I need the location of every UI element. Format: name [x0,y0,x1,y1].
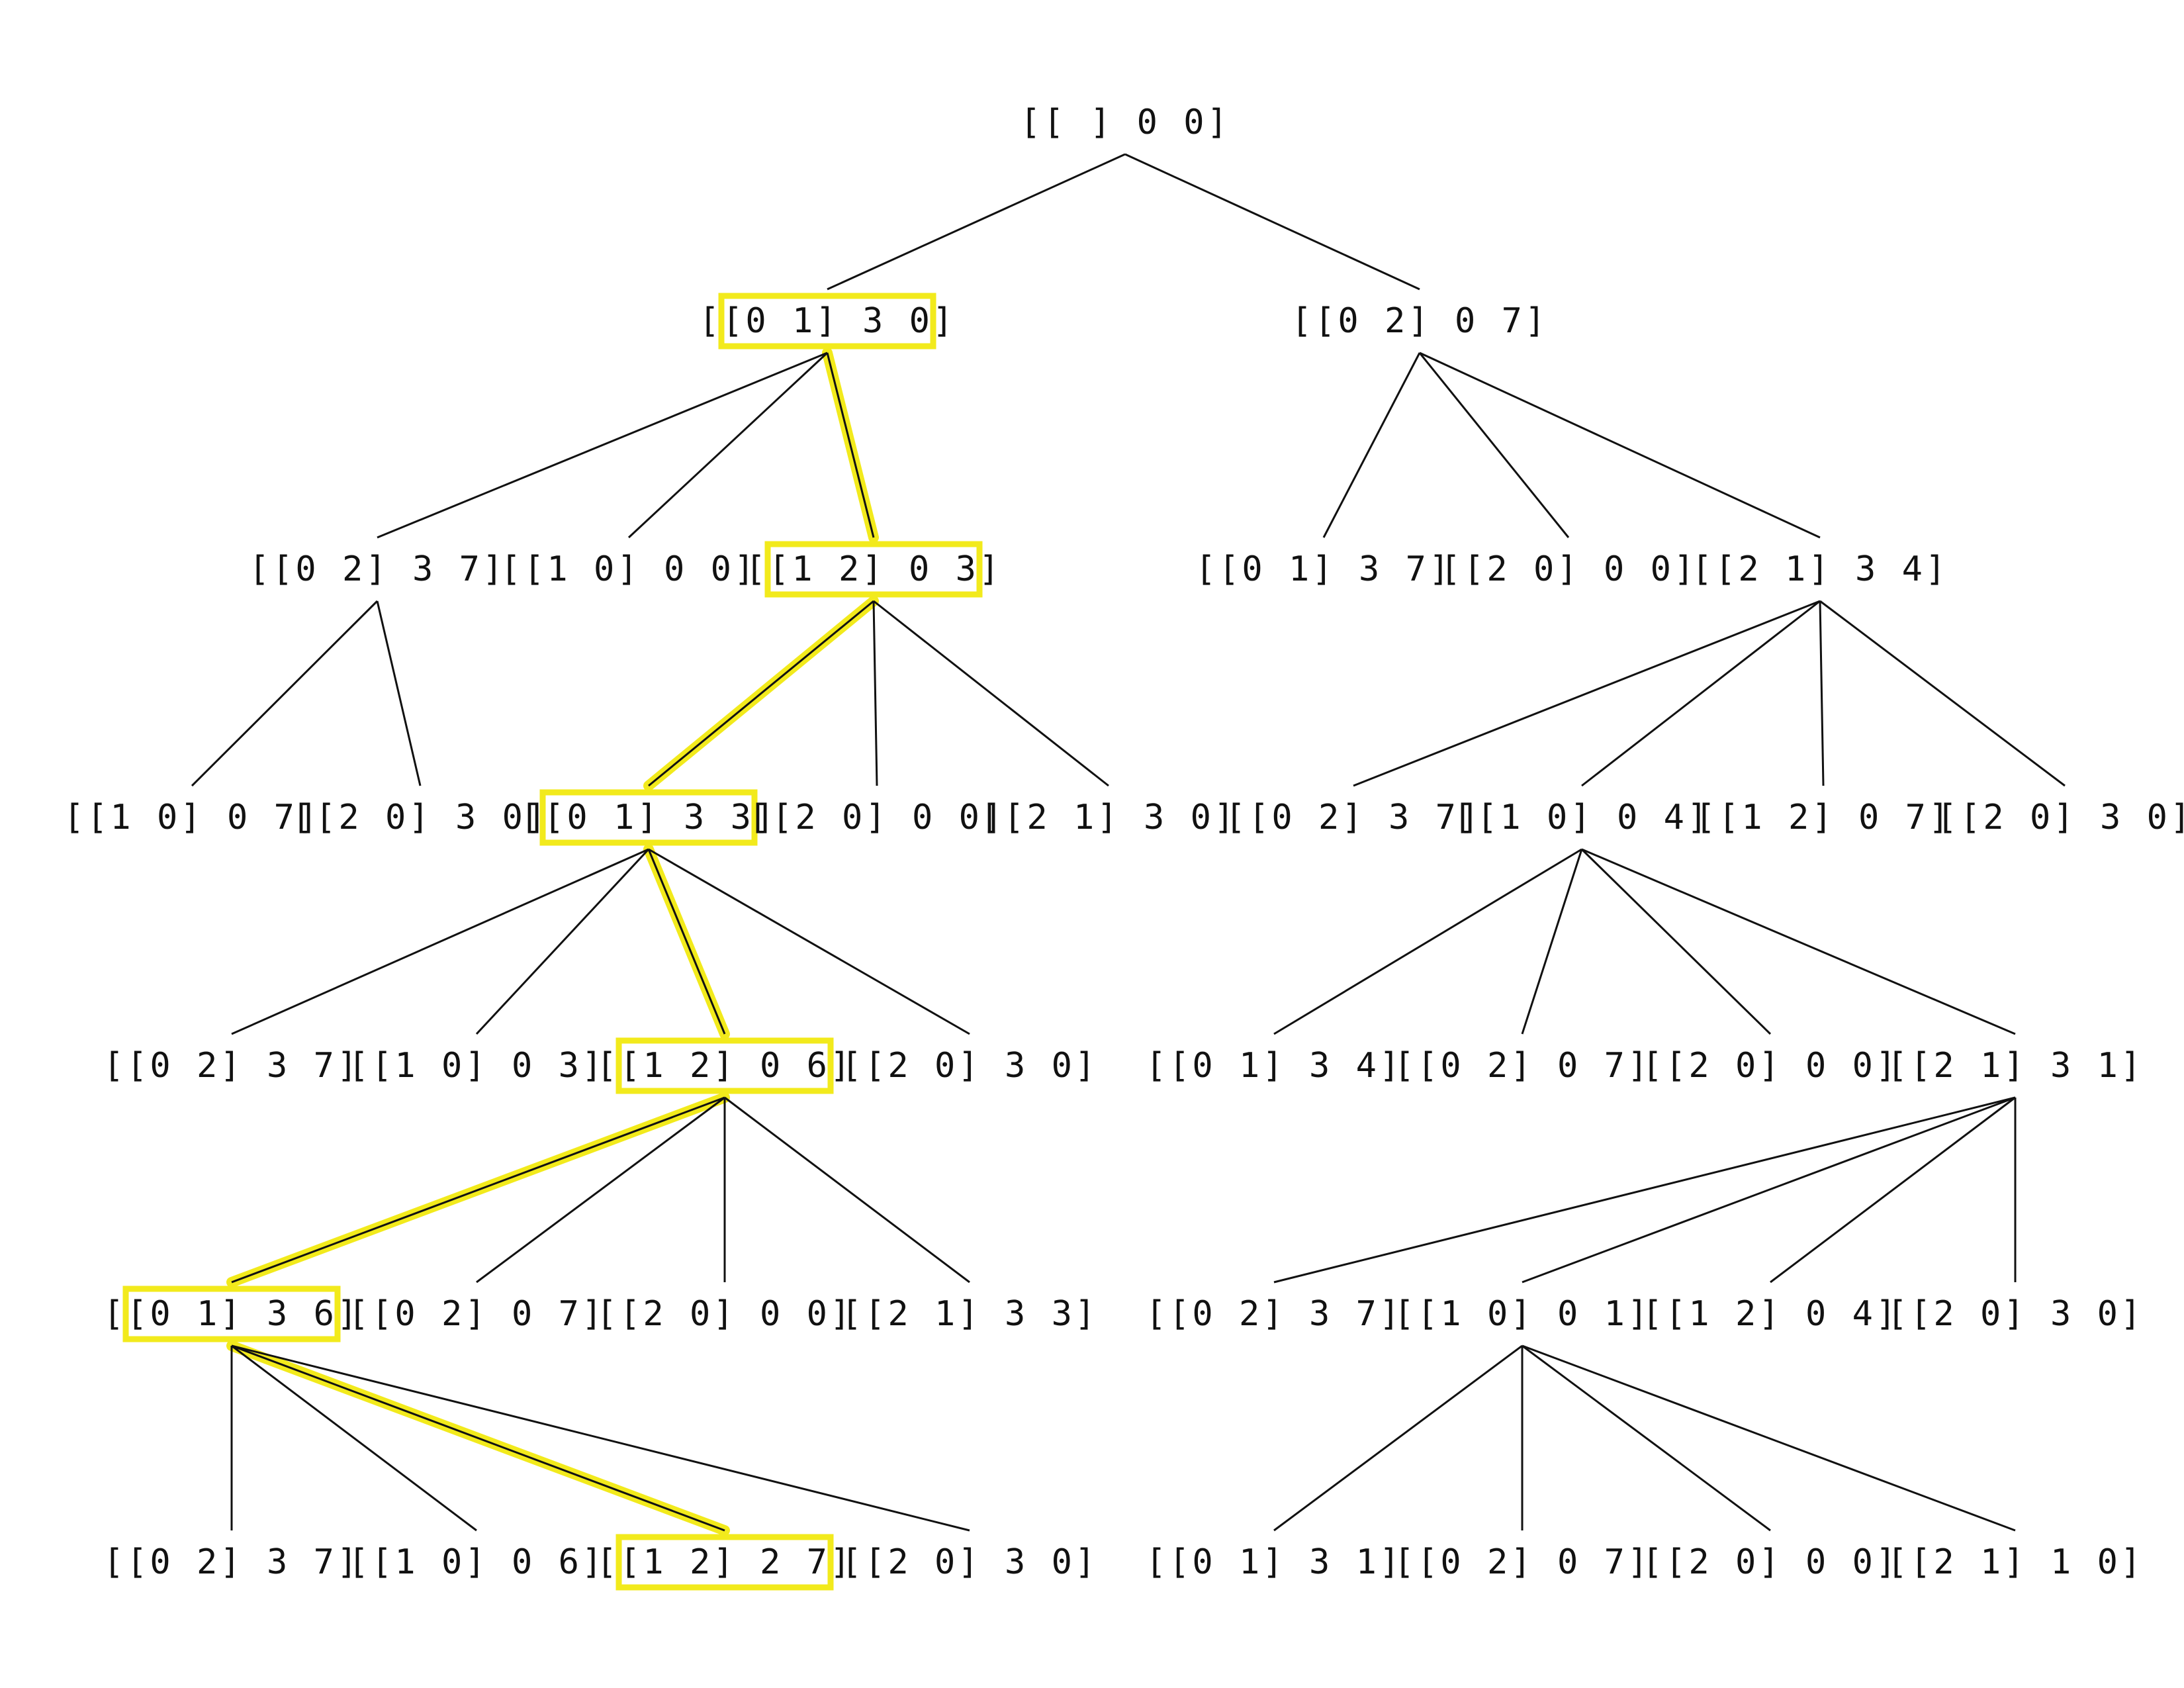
tree-edge-n31-n40 [1522,1344,1771,1532]
tree-node-label-n40: [[2 0] 0 0] [1642,1542,1899,1582]
node-labels-layer: [[ ] 0 0] [[0 1] 3 0] [[0 2] 0 7] [[0 2] 3 … [64,103,2184,1582]
tree-node-label-n31: [[1 0] 0 1] [1394,1294,1651,1334]
tree-edge-n26-n37 [231,1344,970,1532]
tree-node-label-n34: [[0 2] 3 7] [103,1542,360,1582]
tree-edge-n8-n17 [1819,600,2066,787]
tree-edge-n15-n22 [1273,848,1582,1035]
tree-edge-n8-n14 [1353,600,1821,787]
tree-node-label-n30: [[0 2] 3 7] [1146,1294,1402,1334]
tree-node-label-n4: [[1 0] 0 0] [500,549,757,589]
tree-node-label-n10: [[2 0] 3 0] [292,798,549,837]
tree-edge-n5-n13 [873,600,1109,787]
tree-edge-n25-n30 [1273,1096,2016,1284]
tree-node-label-n6: [[0 1] 3 7] [1195,549,1452,589]
tree-edge-n8-n16 [1819,600,1825,786]
tree-edge-n2-n6 [1322,352,1421,538]
tree-node-label-n21: [[2 0] 3 0] [841,1046,1098,1086]
tree-edges-layer [191,153,2066,1532]
highlight-box-n20 [615,1037,834,1094]
tree-node-label-n41: [[2 1] 1 0] [1887,1542,2144,1582]
tree-node-label-n12: [[2 0] 0 0] [749,798,1005,837]
tree-node-label-n14: [[0 2] 3 7] [1225,798,1482,837]
tree-node-label-n27: [[0 2] 0 7] [348,1294,605,1334]
highlighted-path-layer [226,348,879,1536]
tree-edge-n3-n10 [376,600,422,786]
tree-edge-n26-n36 [231,1344,725,1532]
tree-node-label-n15: [[1 0] 0 4] [1453,798,1710,837]
tree-node-label-n25: [[2 1] 3 1] [1887,1046,2144,1086]
tree-edge-n11-n21 [648,848,970,1035]
tree-node-label-n1: [[0 1] 3 0] [699,301,956,341]
tree-node-label-n2: [[0 2] 0 7] [1291,301,1548,341]
tree-edge-n2-n8 [1419,352,1821,539]
tree-edge-n11-n20 [647,849,726,1035]
tree-node-label-n28: [[2 0] 0 0] [596,1294,853,1334]
tree-edge-n8-n15 [1581,600,1821,787]
tree-node-label-n11: [[0 1] 3 3] [520,798,777,837]
tree-edge-n2-n7 [1418,352,1570,538]
tree-node-label-n16: [[1 2] 0 7] [1695,798,1952,837]
tree-node-label-n29: [[2 1] 3 3] [841,1294,1098,1334]
tree-node-label-n37: [[2 0] 3 0] [841,1542,1098,1582]
tree-edge-n5-n11 [648,600,874,787]
tree-edge-n11-n18 [231,848,649,1035]
highlight-box-n1 [718,293,936,350]
tree-edge-n11-n19 [475,848,650,1035]
tree-node-label-n18: [[0 2] 3 7] [103,1046,360,1086]
tree-node-label-n0: [[ ] 0 0] [1020,103,1230,142]
tree-edge-n1-n3 [377,352,828,539]
tree-node-label-n17: [[2 0] 3 0] [1936,798,2184,837]
tree-node-label-n33: [[2 0] 3 0] [1887,1294,2144,1334]
tree-edge-n0-n1 [827,153,1126,291]
tree-edge-n3-n9 [191,600,379,787]
tree-node-label-n23: [[0 2] 0 7] [1394,1046,1651,1086]
tree-node-label-n32: [[1 2] 0 4] [1642,1294,1899,1334]
tree-node-label-n13: [[2 1] 3 0] [980,798,1237,837]
tree-node-label-n35: [[1 0] 0 6] [348,1542,605,1582]
tree-edge-n31-n41 [1522,1344,2016,1532]
tree-edge-n0-n2 [1124,153,1420,291]
tree-edge-n1-n5 [826,352,875,538]
tree-node-label-n22: [[0 1] 3 4] [1146,1046,1402,1086]
tree-edge-n20-n29 [724,1096,970,1284]
tree-edge-n20-n27 [476,1096,725,1284]
tree-edge-n26-n35 [231,1344,477,1532]
tree-edge-n1-n4 [627,352,829,539]
tree-node-label-n3: [[0 2] 3 7] [249,549,506,589]
tree-node-label-n8: [[2 1] 3 4] [1692,549,1948,589]
tree-edge-n25-n31 [1522,1096,2016,1284]
highlight-box-n11 [539,789,758,846]
tree-node-label-n19: [[1 0] 0 3] [348,1046,605,1086]
tree-edge-n15-n24 [1580,848,1772,1035]
tree-edge-n20-n26 [231,1096,725,1284]
tree-edge-n31-n38 [1273,1344,1523,1532]
tree-edge-n25-n32 [1770,1096,2016,1284]
highlight-box-n26 [122,1286,341,1342]
tree-edge-n5-n12 [872,600,878,786]
highlight-boxes-layer [122,293,983,1591]
tree-node-label-n38: [[0 1] 3 1] [1146,1542,1402,1582]
tree-node-label-n36: [[1 2] 2 7] [596,1542,853,1582]
tree-node-label-n24: [[2 0] 0 0] [1642,1046,1899,1086]
highlight-box-n5 [764,541,983,598]
highlight-box-n36 [615,1534,834,1591]
tree-edge-n15-n25 [1581,848,2016,1035]
tree-node-label-n26: [[0 1] 3 6] [103,1294,360,1334]
tree-node-label-n7: [[2 0] 0 0] [1440,549,1697,589]
tree-node-label-n20: [[1 2] 0 6] [596,1046,853,1086]
tree-node-label-n9: [[1 0] 0 7] [64,798,320,837]
tree-node-label-n39: [[0 2] 0 7] [1394,1542,1651,1582]
tree-edge-n15-n23 [1521,849,1583,1035]
tree-node-label-n5: [[1 2] 0 3] [745,549,1002,589]
